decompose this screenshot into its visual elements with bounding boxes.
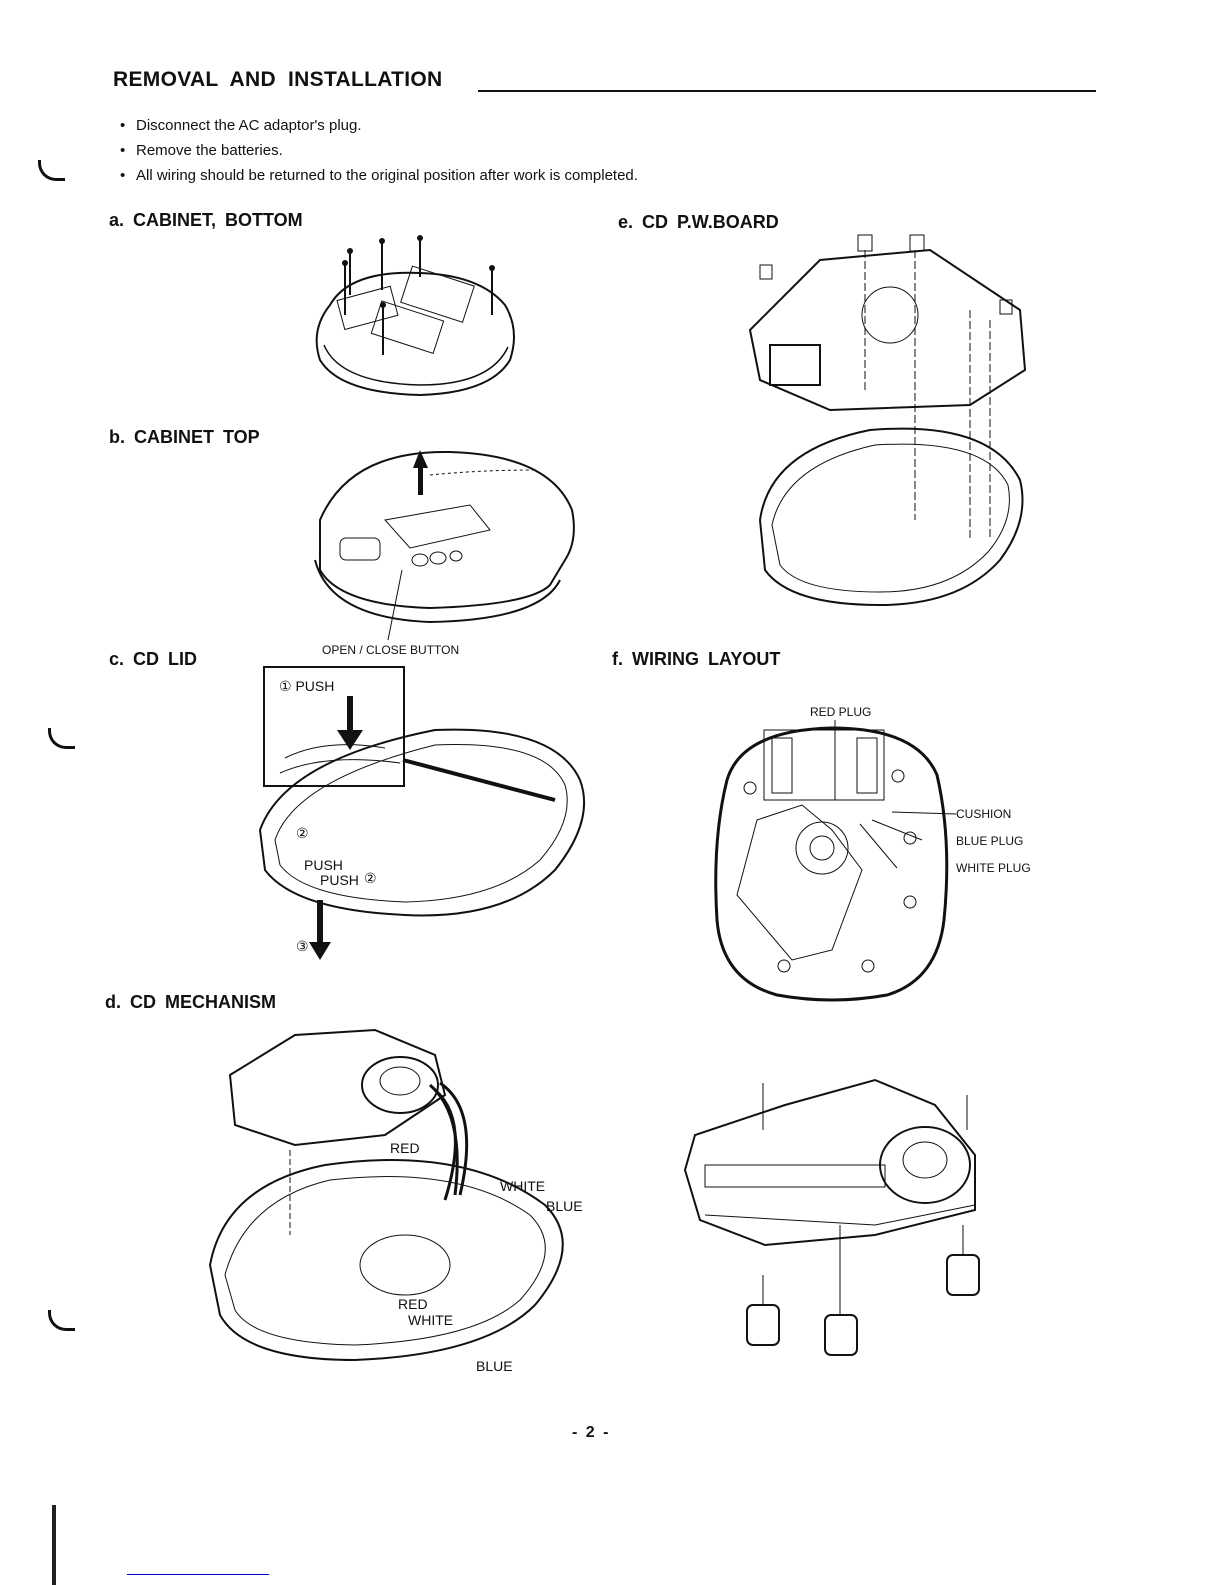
section-heading-cabinet-bottom: a. CABINET, BOTTOM: [109, 210, 303, 230]
cabinet-bottom-figure: [310, 235, 520, 400]
page-title: REMOVAL AND INSTALLATION: [113, 68, 443, 91]
step1-push-label: ① PUSH: [279, 678, 335, 694]
cd-mechanism-detail-figure: [675, 1075, 995, 1375]
push-label-b: PUSH: [320, 872, 359, 888]
step2a-marker: ②: [296, 825, 309, 841]
cabinet-top-figure: [310, 450, 580, 640]
link-underline: [127, 1574, 269, 1575]
title-rule: [478, 90, 1096, 92]
note-item: All wiring should be returned to the ori…: [120, 163, 638, 188]
notes-list: Disconnect the AC adaptor's plug. Remove…: [120, 113, 638, 188]
blue-plug-callout: BLUE PLUG: [956, 834, 1024, 848]
note-item: Remove the batteries.: [120, 138, 638, 163]
wire-label-red-bottom: RED: [398, 1296, 428, 1312]
wiring-layout-figure: [712, 720, 962, 1002]
wire-label-white-top: WHITE: [500, 1178, 546, 1194]
wire-label-white-bottom: WHITE: [408, 1312, 454, 1328]
page-number: - 2 -: [572, 1424, 609, 1441]
cd-pw-board-figure: [730, 220, 1050, 610]
section-heading-cd-mechanism: d. CD MECHANISM: [105, 992, 276, 1012]
step3-marker: ③: [296, 938, 309, 954]
white-plug-callout: WHITE PLUG: [956, 861, 1031, 875]
section-heading-wiring-layout: f. WIRING LAYOUT: [612, 649, 781, 669]
binding-mark: [48, 1310, 75, 1331]
note-item: Disconnect the AC adaptor's plug.: [120, 113, 638, 138]
push-label-a: PUSH: [304, 857, 343, 873]
red-plug-callout: RED PLUG: [810, 705, 872, 719]
cd-lid-figure: [255, 720, 595, 960]
wire-label-blue-top: BLUE: [546, 1198, 583, 1214]
cd-mechanism-figure: [205, 1025, 625, 1385]
section-heading-cd-pw-board: e. CD P.W.BOARD: [618, 212, 779, 232]
cushion-callout: CUSHION: [956, 807, 1012, 821]
step2b-marker: ②: [364, 870, 377, 886]
section-heading-cabinet-top: b. CABINET TOP: [109, 427, 260, 447]
wire-label-red-top: RED: [390, 1140, 420, 1156]
binding-mark: [48, 728, 75, 749]
section-heading-cd-lid: c. CD LID: [109, 649, 198, 669]
wire-label-blue-bottom: BLUE: [476, 1358, 513, 1374]
scan-margin-mark: [52, 1505, 56, 1585]
binding-mark: [38, 160, 65, 181]
open-close-button-callout: OPEN / CLOSE BUTTON: [322, 643, 460, 657]
